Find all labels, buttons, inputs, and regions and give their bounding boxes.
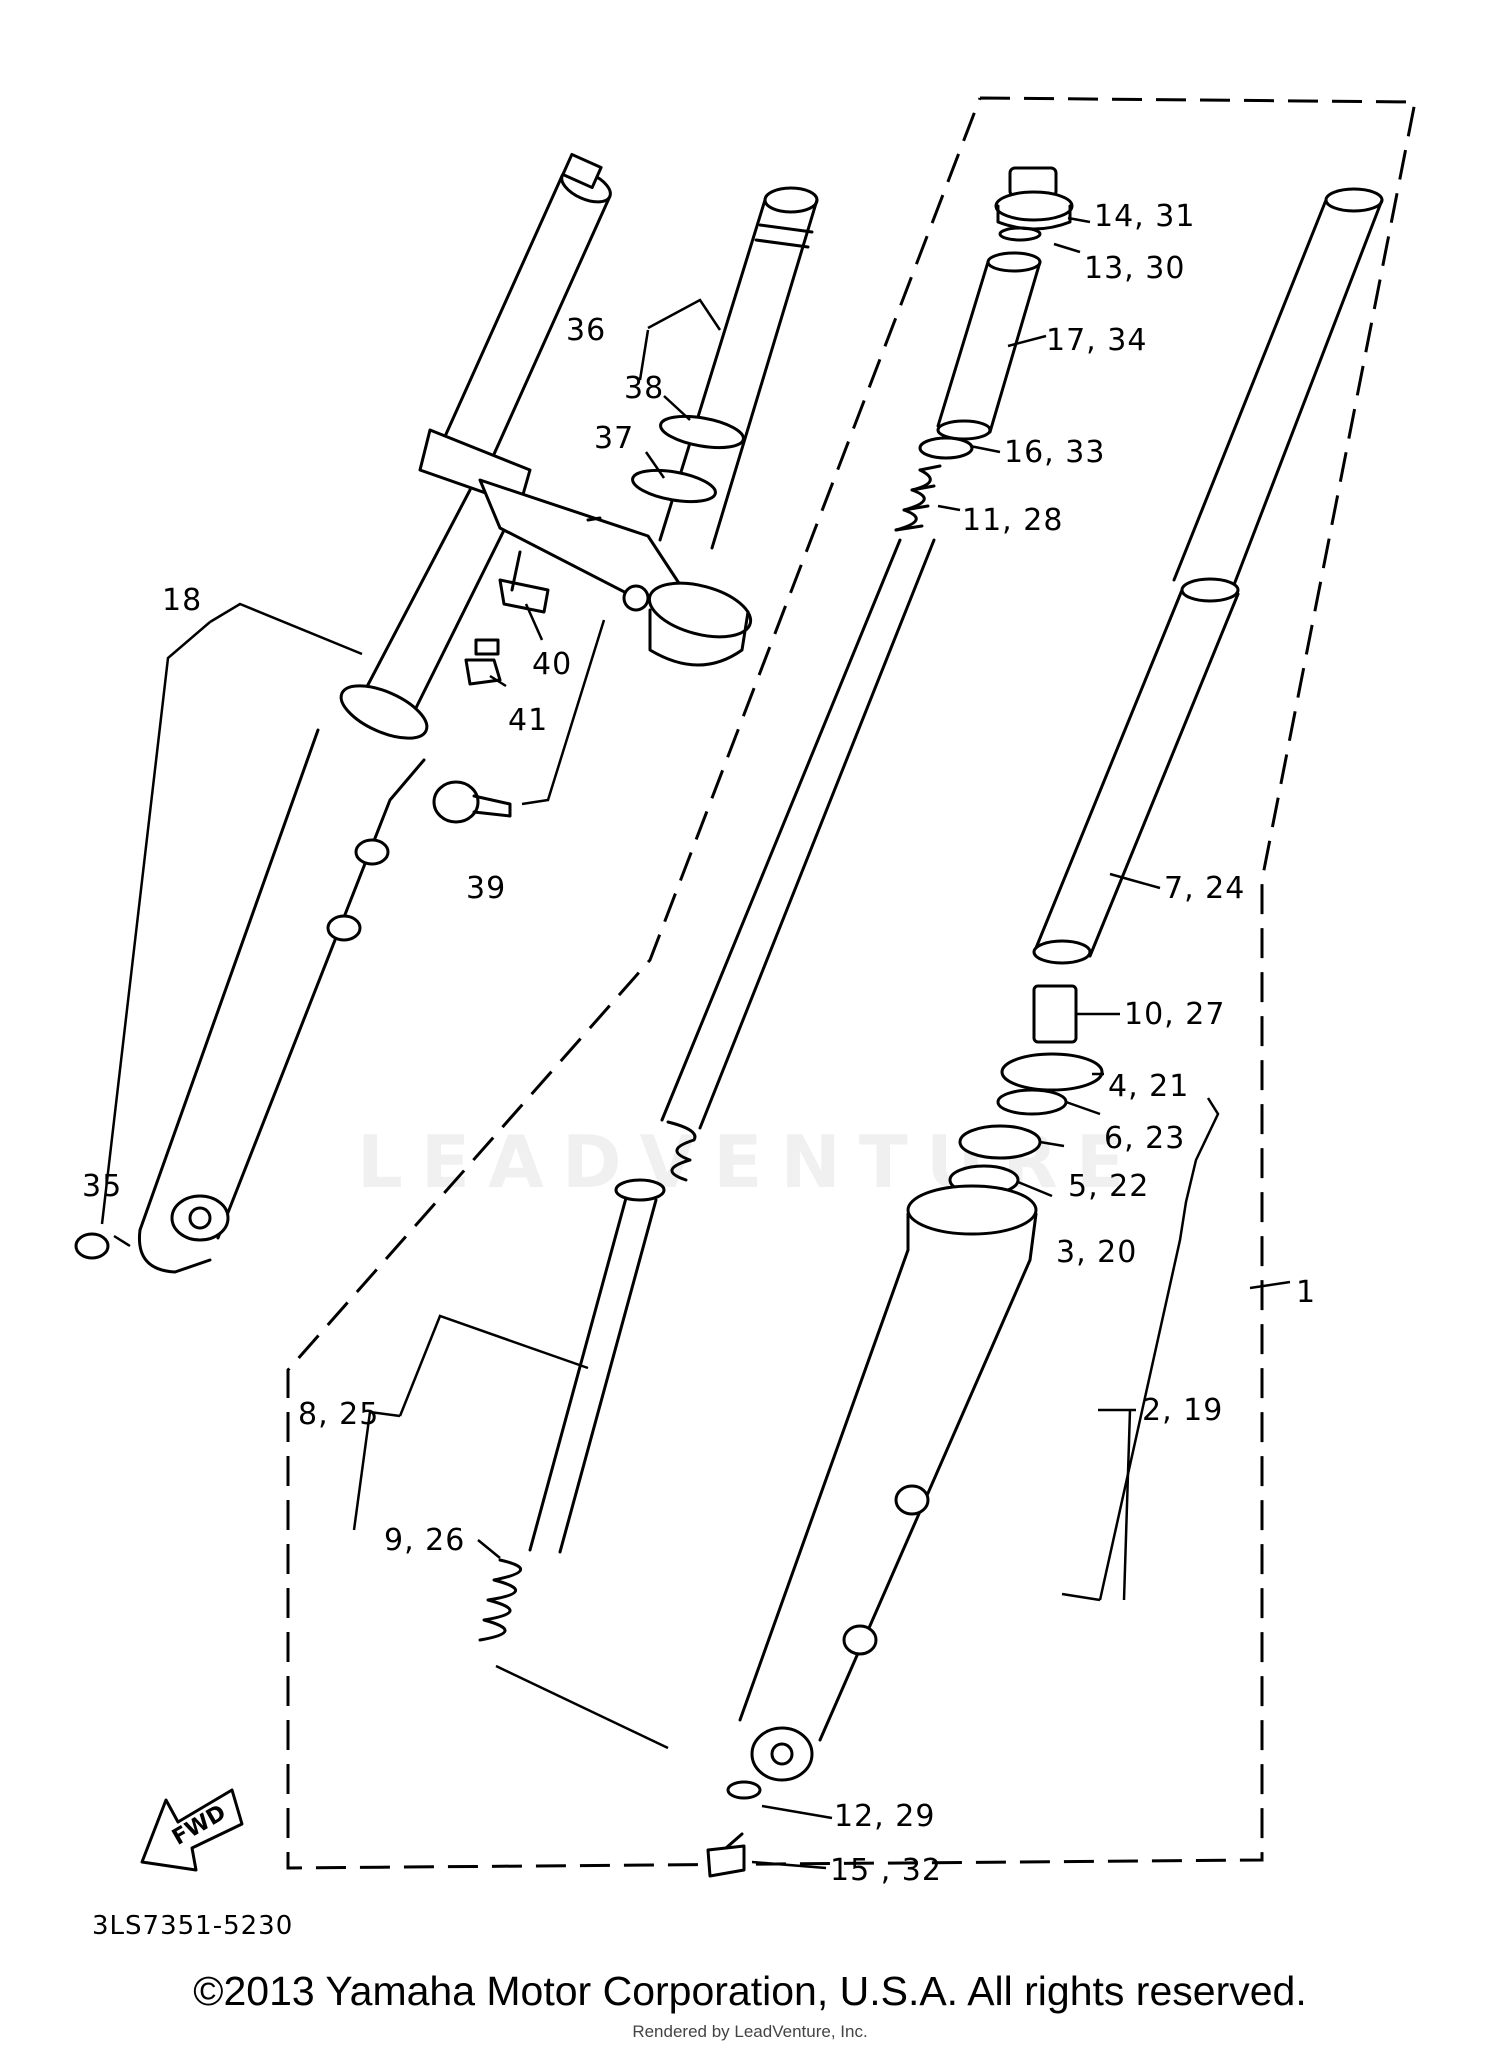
label-2-19: 2, 19 — [1142, 1393, 1223, 1428]
label-3-20: 3, 20 — [1056, 1235, 1137, 1270]
label-15-32: 15 , 32 — [830, 1853, 942, 1888]
exploded-fork-internals — [478, 166, 1384, 1878]
label-14-31: 14, 31 — [1094, 199, 1195, 234]
rendered-by-credit: Rendered by LeadVenture, Inc. — [632, 2022, 868, 2041]
front-fork-diagram: FWD 14, 31 13, 30 17, 34 16, 33 11, 28 3… — [74, 96, 1417, 1941]
assembly-boundary — [286, 96, 1417, 1870]
label-36: 36 — [566, 313, 606, 348]
label-10-27: 10, 27 — [1124, 997, 1225, 1032]
label-8-25: 8, 25 — [298, 1397, 379, 1432]
label-16-33: 16, 33 — [1004, 435, 1105, 470]
label-4-21: 4, 21 — [1108, 1069, 1189, 1104]
small-parts-39-41 — [432, 550, 550, 824]
label-40: 40 — [532, 647, 572, 682]
fwd-arrow-icon: FWD — [140, 1788, 244, 1872]
label-35: 35 — [82, 1169, 122, 1204]
label-17-34: 17, 34 — [1046, 323, 1147, 358]
washer-35 — [74, 1232, 110, 1260]
label-5-22: 5, 22 — [1068, 1169, 1149, 1204]
copyright-notice: ©2013 Yamaha Motor Corporation, U.S.A. A… — [193, 1968, 1307, 2014]
part-labels: 14, 31 13, 30 17, 34 16, 33 11, 28 36 38… — [82, 199, 1316, 1941]
label-1: 1 — [1296, 1275, 1316, 1310]
label-37: 37 — [594, 421, 634, 456]
label-12-29: 12, 29 — [834, 1799, 935, 1834]
label-11-28: 11, 28 — [962, 503, 1063, 538]
label-13-30: 13, 30 — [1084, 251, 1185, 286]
label-39: 39 — [466, 871, 506, 906]
steering-stem-36 — [478, 186, 819, 667]
label-7-24: 7, 24 — [1164, 871, 1245, 906]
leader-lines — [100, 216, 1291, 1870]
label-18: 18 — [162, 583, 202, 618]
label-6-23: 6, 23 — [1104, 1121, 1185, 1156]
label-38: 38 — [624, 371, 664, 406]
label-9-26: 9, 26 — [384, 1523, 465, 1558]
label-41: 41 — [508, 703, 548, 738]
diagram-code: 3LS7351-5230 — [92, 1911, 293, 1941]
